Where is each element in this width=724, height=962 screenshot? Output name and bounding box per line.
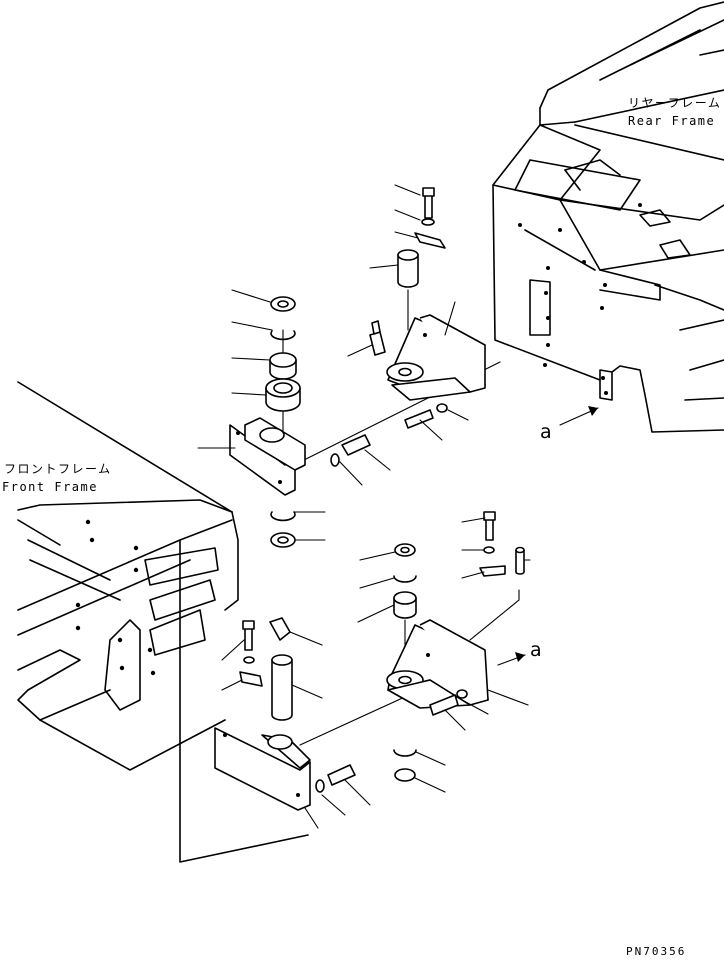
arrow-icon	[497, 406, 599, 666]
rear-frame-label-en: Rear Frame	[628, 114, 716, 128]
drawing-code: PN70356	[626, 945, 687, 958]
front-frame-label-jp: フロントフレーム	[4, 462, 112, 476]
view-marker-a-lower: a	[530, 639, 542, 661]
lower-hinge-assembly	[214, 511, 531, 829]
rear-frame	[492, 1, 724, 433]
rear-frame-label-jp: リヤーフレーム	[628, 96, 722, 110]
front-frame	[17, 381, 309, 863]
front-frame-label-en: Front Frame	[2, 480, 98, 494]
upper-hinge-assembly	[197, 184, 501, 548]
view-marker-a-upper: a	[540, 421, 552, 443]
